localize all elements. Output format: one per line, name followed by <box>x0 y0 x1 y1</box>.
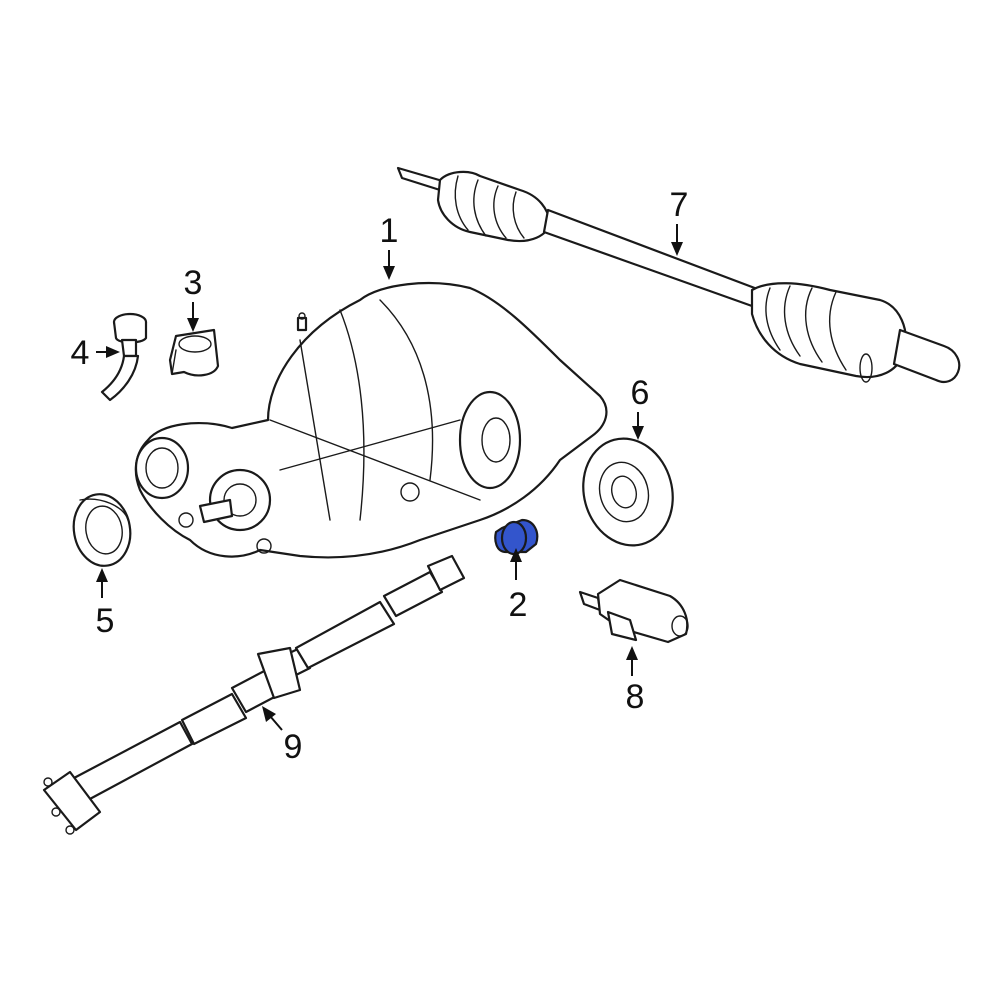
breather-hose[interactable] <box>100 312 148 402</box>
callout-3: 3 <box>183 264 203 302</box>
callout-4: 4 <box>70 334 90 372</box>
differential-housing[interactable] <box>134 282 608 559</box>
driveshaft[interactable] <box>42 554 466 835</box>
actuator-sensor[interactable] <box>578 578 689 644</box>
oil-seal-left[interactable] <box>68 490 136 571</box>
seal-highlighted[interactable] <box>494 518 539 556</box>
callout-6: 6 <box>630 374 650 412</box>
axle-shaft[interactable] <box>396 166 961 383</box>
clip-part[interactable] <box>168 328 220 377</box>
leader-lines <box>96 224 683 731</box>
callout-8: 8 <box>625 678 645 716</box>
callout-7: 7 <box>669 186 689 224</box>
flange-disc[interactable] <box>572 428 685 555</box>
callout-9: 9 <box>283 728 303 766</box>
callout-5: 5 <box>95 602 115 640</box>
callout-2: 2 <box>508 586 528 624</box>
callout-1: 1 <box>379 212 399 250</box>
